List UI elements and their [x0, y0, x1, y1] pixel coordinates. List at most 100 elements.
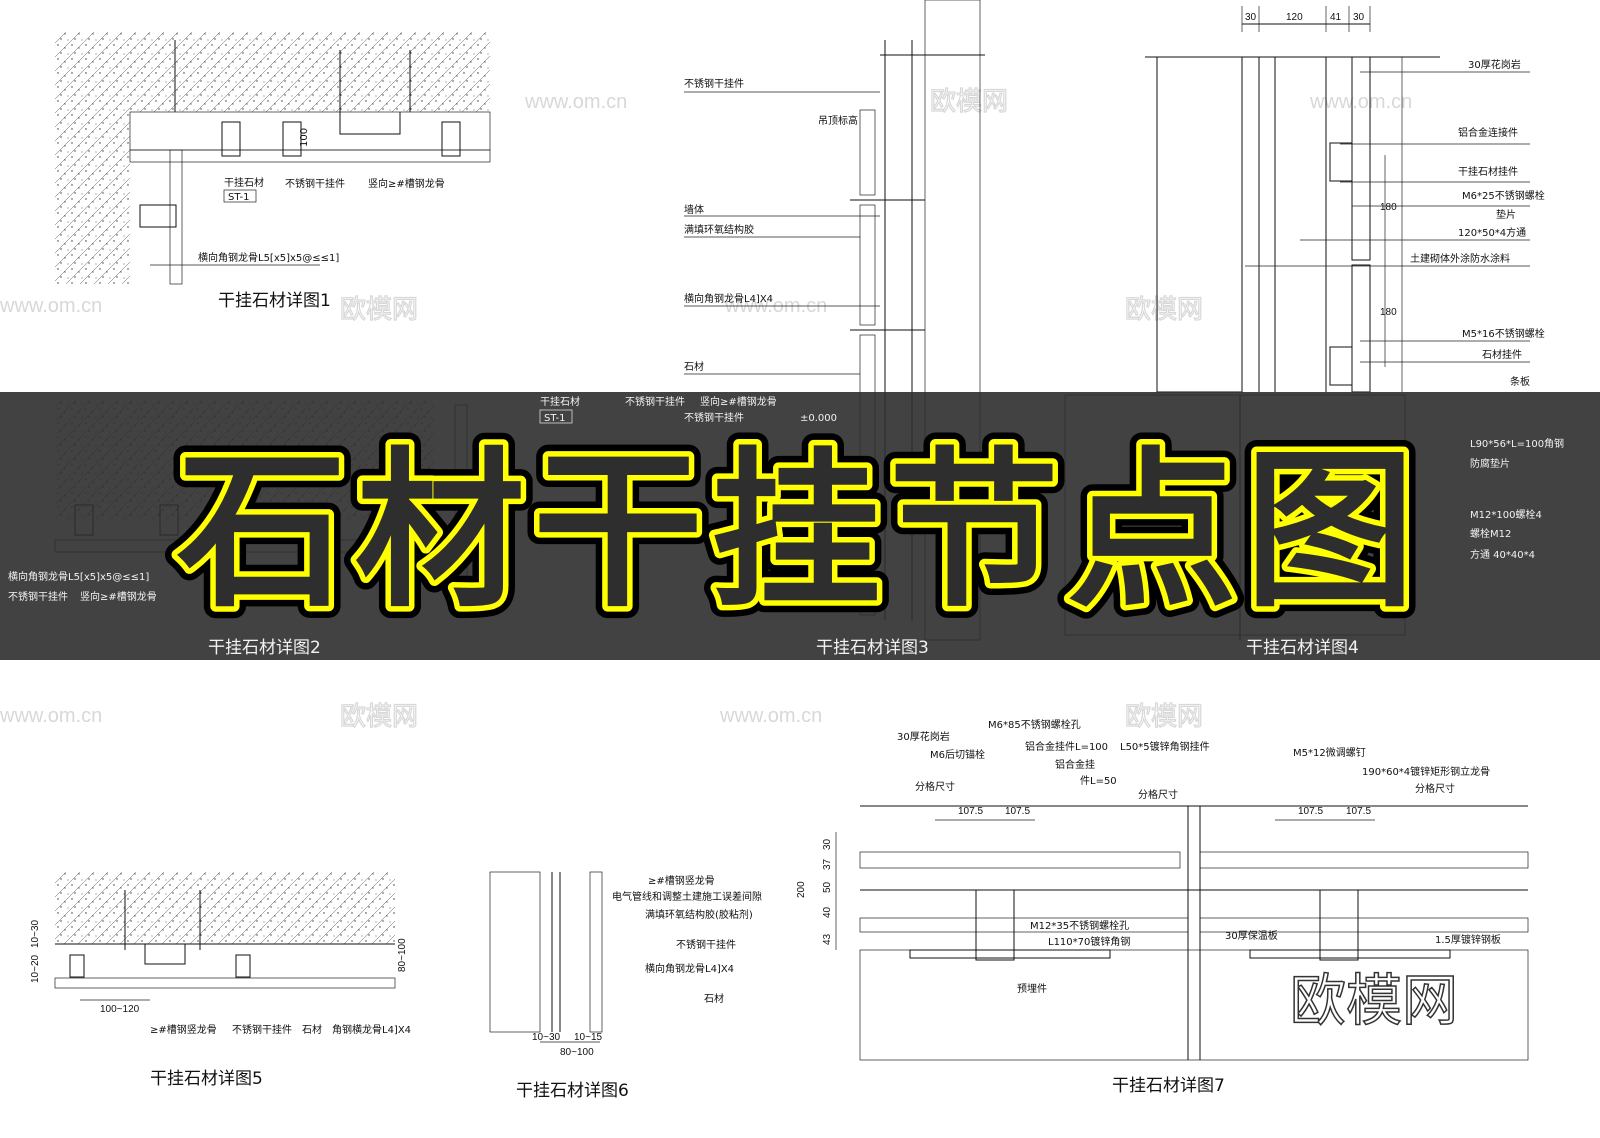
drawing-label: 10~30 — [532, 1032, 561, 1043]
drawing-label: 铝合金挂件L=100 — [1025, 740, 1108, 753]
drawing-label: M12*100螺栓4 — [1470, 508, 1542, 521]
drawing-label: 竖向≥#槽钢龙骨 — [700, 395, 777, 408]
drawing-label: 不锈钢干挂件 — [684, 77, 744, 90]
drawing-label: 30厚保温板 — [1225, 929, 1278, 942]
drawing-label: 30厚花岗岩 — [897, 730, 950, 743]
drawing-label: 80~100 — [560, 1047, 594, 1058]
drawing-label: 条板 — [1510, 375, 1530, 388]
drawing-label: 200 — [796, 881, 807, 898]
drawing-label: 10~20 — [30, 954, 41, 983]
drawing-label: 37 — [822, 858, 833, 870]
drawing-label: 10~30 — [30, 919, 41, 948]
detail-title-5: 干挂石材详图5 — [150, 1069, 263, 1089]
banner-band — [0, 392, 1600, 660]
drawing-label: 30厚花岗岩 — [1468, 58, 1521, 71]
drawing-label: 80~100 — [397, 938, 408, 972]
drawing-label: 不锈钢干挂件 — [285, 177, 345, 190]
title-banner: 石材干挂节点图 石材干挂节点图 — [0, 392, 1600, 660]
drawing-label: 100~120 — [100, 1004, 140, 1015]
drawing-label: 石材 — [684, 360, 704, 373]
drawing-label: 螺栓M12 — [1470, 527, 1511, 540]
detail-title-6: 干挂石材详图6 — [516, 1081, 629, 1101]
drawing-label: ≥#槽钢竖龙骨 — [648, 874, 715, 887]
drawing-label: 不锈钢干挂件 — [684, 411, 744, 424]
detail-4-labels: 30厚花岗岩 铝合金连接件 干挂石材挂件 M6*25不锈钢螺栓 垫片 120*5… — [1245, 58, 1545, 388]
drawing-label: 分格尺寸 — [1415, 782, 1455, 795]
drawing-label: 100 — [299, 128, 310, 147]
drawing-label: 120 — [1286, 12, 1303, 23]
drawing-label: 石材挂件 — [1482, 348, 1522, 361]
drawing-label: 10~15 — [574, 1032, 603, 1043]
drawing-label: ±0.000 — [800, 413, 837, 424]
watermark-brand: 欧模网 — [340, 295, 418, 325]
watermark-url: www.om.cn — [0, 705, 102, 727]
detail-drawing-3: 不锈钢干挂件 吊顶标高 墙体 满填环氧结构胶 横向角钢龙骨L4]X4 石材 — [684, 0, 985, 641]
drawing-label: M6后切锚栓 — [930, 748, 985, 761]
drawing-label: M6*25不锈钢螺栓 — [1462, 189, 1545, 202]
drawing-label: 180 — [1380, 307, 1397, 318]
drawing-label: 分格尺寸 — [1138, 788, 1178, 801]
banner-region-labels: 干挂石材 ST-1 不锈钢干挂件 竖向≥#槽钢龙骨 横向角钢龙骨L5[x5]x5… — [8, 395, 1564, 658]
drawing-label: 横向角钢龙骨L5[x5]x5@≤≤1] — [8, 570, 149, 583]
watermark-brand: 欧模网 — [340, 702, 418, 732]
detail-drawing-5: 10~30 10~20 100~120 80~100 ≥#槽钢竖龙骨 不锈钢干挂… — [30, 872, 411, 1089]
drawing-label: 干挂石材挂件 — [1458, 165, 1518, 178]
watermark-brand: 欧模网 — [1125, 702, 1203, 732]
watermark-url: www.om.cn — [1309, 91, 1412, 113]
drawing-label: 107.5 — [1005, 806, 1030, 817]
drawing-label: 干挂石材 — [540, 395, 580, 408]
drawing-label: M5*16不锈钢螺栓 — [1462, 327, 1545, 340]
drawing-label: 土建砌体外涂防水涂料 — [1410, 252, 1510, 265]
watermark-brand: 欧模网 — [1125, 295, 1203, 325]
drawing-label: 50 — [822, 881, 833, 893]
drawing-label: 铝合金挂 — [1055, 758, 1095, 771]
drawing-label: 30 — [1245, 12, 1257, 23]
drawing-label: 横向角钢龙骨L5[x5]x5@≤≤1] — [198, 251, 339, 264]
detail-drawing-7: 200 30 37 50 40 43 107.5 107.5 107.5 107… — [796, 718, 1529, 1096]
drawing-label: 满填环氧结构胶 — [684, 223, 754, 236]
drawing-label: 竖向≥#槽钢龙骨 — [80, 590, 157, 603]
drawing-label: L90*56*L=100角钢 — [1470, 437, 1564, 450]
detail-title-1: 干挂石材详图1 — [218, 291, 331, 311]
drawing-label: 竖向≥#槽钢龙骨 — [368, 177, 445, 190]
drawing-label: ≥#槽钢竖龙骨 — [150, 1023, 217, 1036]
drawing-label: 不锈钢干挂件 — [8, 590, 68, 603]
drawing-label: 预埋件 — [1017, 983, 1047, 995]
drawing-label: 107.5 — [1298, 806, 1323, 817]
drawing-label: 190*60*4镀锌矩形钢立龙骨 — [1362, 765, 1490, 778]
drawing-label: 角钢横龙骨L4]X4 — [332, 1023, 411, 1036]
detail-drawing-6: 10~30 10~15 80~100 ≥#槽钢竖龙骨 电气管线和调整土建施工误差… — [489, 871, 762, 1101]
drawing-label: L50*5镀锌角钢挂件 — [1120, 740, 1210, 753]
drawing-label: 107.5 — [958, 806, 983, 817]
drawing-label: 干挂石材 — [224, 176, 264, 189]
watermark-url: www.om.cn — [0, 295, 102, 317]
drawing-label: 石材 — [704, 992, 724, 1005]
drawing-label: 吊顶标高 — [818, 114, 858, 127]
drawing-label: 满填环氧结构胶(胶粘剂) — [645, 908, 753, 921]
detail-title-7: 干挂石材详图7 — [1112, 1076, 1225, 1096]
drawing-label: 40 — [822, 906, 833, 918]
drawing-label: 107.5 — [1346, 806, 1371, 817]
drawing-label: 墙体 — [684, 203, 704, 216]
drawing-label: 铝合金连接件 — [1458, 126, 1518, 139]
drawing-label: 石材 — [302, 1023, 322, 1036]
drawing-label: 不锈钢干挂件 — [676, 938, 736, 951]
drawing-label: 41 — [1330, 12, 1342, 23]
watermark-brand: 欧模网 — [930, 87, 1008, 117]
drawing-label: 件L=50 — [1080, 775, 1117, 787]
drawing-label: 不锈钢干挂件 — [232, 1023, 292, 1036]
drawing-label: 30 — [1353, 12, 1365, 23]
detail-title-2: 干挂石材详图2 — [208, 638, 321, 658]
drawing-label: ST-1 — [544, 413, 566, 424]
drawing-label: 电气管线和调整土建施工误差间隙 — [612, 890, 762, 903]
drawing-label: 30 — [822, 838, 833, 850]
drawing-label: 不锈钢干挂件 — [625, 395, 685, 408]
watermark-url: www.om.cn — [719, 705, 822, 727]
drawing-label: ST-1 — [228, 192, 250, 203]
drawing-label: 1.5厚镀锌钢板 — [1435, 933, 1501, 946]
detail-title-4: 干挂石材详图4 — [1246, 638, 1359, 658]
drawing-label: 横向角钢龙骨L4]X4 — [684, 292, 773, 305]
drawing-label: L110*70镀锌角钢 — [1048, 935, 1130, 948]
